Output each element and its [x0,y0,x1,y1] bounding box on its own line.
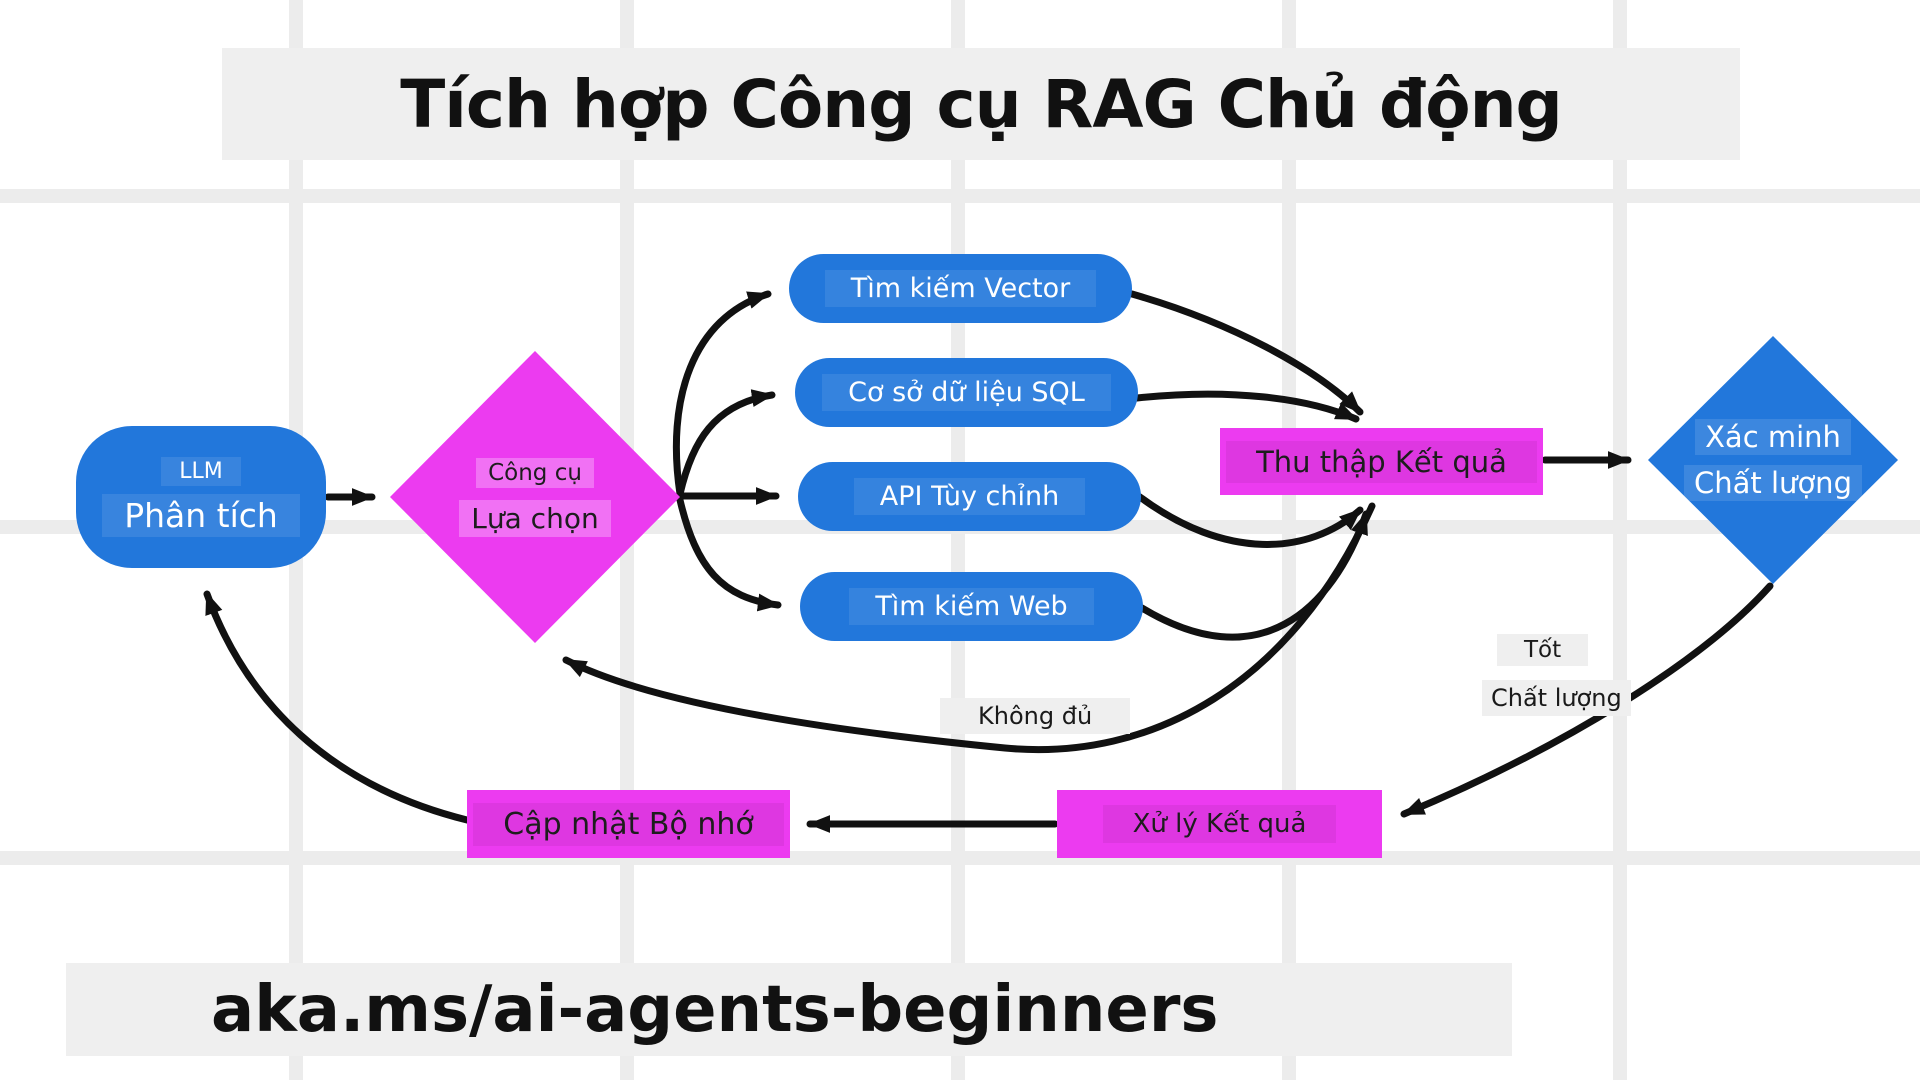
diagram-title: Tích hợp Công cụ RAG Chủ động [222,48,1740,160]
llm-node-label-top: LLM [161,457,241,486]
collect-results-label: Thu thập Kết quả [1226,440,1537,483]
node-web-search: Tìm kiếm Web [800,572,1143,641]
web-search-label: Tìm kiếm Web [849,588,1094,625]
tool-selection-label-bottom: Lựa chọn [459,499,611,537]
edge-tool-select-to-sql [676,389,776,498]
node-update-memory: Cập nhật Bộ nhớ [467,790,790,858]
edge-memory-to-llm [203,590,471,824]
tool-selection-label-top: Công cụ [476,457,594,488]
llm-node-label-bottom: Phân tích [102,494,300,537]
node-vector-search: Tìm kiếm Vector [789,254,1132,323]
edge-vector-to-collect [1128,290,1364,416]
node-llm-analysis: LLM Phân tích [76,426,326,568]
node-process-results: Xử lý Kết quả [1057,790,1382,858]
sql-database-label: Cơ sở dữ liệu SQL [822,374,1111,411]
node-sql-database: Cơ sở dữ liệu SQL [795,358,1138,427]
node-collect-results: Thu thập Kết quả [1220,428,1543,495]
custom-api-label: API Tùy chỉnh [853,478,1086,515]
update-memory-label: Cập nhật Bộ nhớ [473,802,784,846]
edge-label-good-quality-line1: Tốt [1497,634,1589,666]
quality-verify-label-top: Xác minh [1695,419,1851,455]
process-results-label: Xử lý Kết quả [1102,805,1337,843]
edge-collect-to-tool-select-insufficient [562,502,1376,754]
edge-api-to-collect [1136,493,1364,548]
edge-label-good-quality-line2: Chất lượng [1482,680,1631,716]
quality-verify-label-bottom: Chất lượng [1684,465,1862,501]
vector-search-label: Tìm kiếm Vector [824,270,1097,307]
edge-label-insufficient: Không đủ [940,698,1131,734]
footer-url: aka.ms/ai-agents-beginners [66,963,1512,1056]
edge-tool-select-to-web [676,496,782,612]
node-custom-api: API Tùy chỉnh [798,462,1141,531]
edge-sql-to-collect [1133,390,1360,423]
edge-tool-select-to-vector [672,290,772,498]
